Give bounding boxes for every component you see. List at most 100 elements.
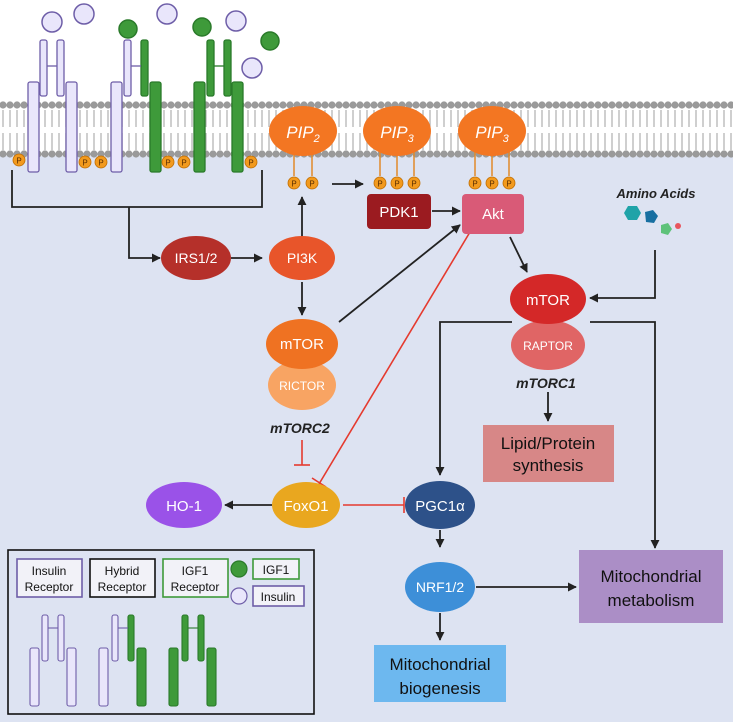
- svg-text:Hybrid: Hybrid: [105, 564, 140, 578]
- inhibit-akt-foxo1: [318, 226, 474, 485]
- lipid-protein-synthesis-box: Lipid/Protein synthesis: [483, 425, 614, 482]
- svg-text:Insulin: Insulin: [32, 564, 67, 578]
- svg-text:mTOR: mTOR: [280, 336, 324, 353]
- phosphate: P: [373, 176, 387, 190]
- svg-text:Lipid/Protein: Lipid/Protein: [501, 434, 596, 453]
- phosphate: P: [305, 176, 319, 190]
- arrow-receptor-to-irs: [128, 207, 161, 263]
- mtorc1-label: mTORC1: [516, 375, 576, 391]
- ho1-node: HO-1: [146, 482, 222, 528]
- svg-text:P: P: [377, 180, 382, 189]
- svg-text:NRF1/2: NRF1/2: [416, 579, 464, 595]
- svg-text:Mitochondrial: Mitochondrial: [389, 655, 490, 674]
- foxo1-node: FoxO1: [272, 482, 340, 528]
- receptor-phosphates: P P P P P P: [12, 153, 258, 169]
- legend-insulin-dot: [230, 587, 248, 605]
- svg-text:PIP3: PIP3: [475, 123, 509, 145]
- phosphate: P: [287, 176, 301, 190]
- arrow-aminoacids-to-mtor: [589, 250, 656, 303]
- mtorc2-complex: RICTOR mTOR mTORC2: [266, 319, 338, 436]
- pi3k-node: PI3K: [269, 236, 335, 280]
- insulin-ligand: [73, 3, 95, 25]
- svg-text:P: P: [291, 180, 296, 189]
- arrow-mtor-to-pgc1a: [435, 321, 512, 476]
- svg-text:PIP2: PIP2: [286, 123, 320, 145]
- insulin-receptor-membrane: [27, 39, 78, 173]
- svg-text:mTOR: mTOR: [526, 292, 570, 309]
- phosphate: P: [244, 155, 258, 169]
- svg-text:Receptor: Receptor: [25, 580, 74, 594]
- svg-text:synthesis: synthesis: [513, 456, 584, 475]
- svg-text:biogenesis: biogenesis: [399, 679, 480, 698]
- hybrid-receptor-membrane: [110, 39, 162, 173]
- legend-insulin-receptor-icon: [29, 614, 77, 707]
- amino-acid-dot-icon: [675, 223, 681, 229]
- igf1-ligand: [260, 31, 280, 51]
- legend: Insulin Receptor Hybrid Receptor IGF1 Re…: [7, 549, 315, 715]
- svg-text:FoxO1: FoxO1: [283, 498, 328, 515]
- igf1-ligand: [192, 17, 212, 37]
- phosphate: P: [502, 176, 516, 190]
- svg-text:IGF1: IGF1: [182, 564, 209, 578]
- arrow-mtorc2-to-akt: [338, 224, 461, 323]
- phosphate: P: [468, 176, 482, 190]
- igf1-ligand: [118, 19, 138, 39]
- insulin-ligand: [225, 10, 247, 32]
- phosphate: P: [407, 176, 421, 190]
- svg-text:metabolism: metabolism: [608, 591, 695, 610]
- legend-igf1-receptor-icon: [168, 614, 217, 707]
- nrf-node: NRF1/2: [405, 562, 475, 612]
- svg-text:PGC1α: PGC1α: [415, 498, 465, 515]
- arrow-akt-to-mtor: [509, 236, 528, 273]
- mitochondrial-metabolism-box: Mitochondrial metabolism: [579, 550, 723, 623]
- legend-insulin-box: [252, 585, 305, 607]
- legend-igf1-dot: [230, 560, 248, 578]
- svg-text:RAPTOR: RAPTOR: [523, 339, 573, 353]
- mtor-c1-node: [510, 274, 586, 324]
- insulin-ligand: [241, 57, 263, 79]
- svg-text:RICTOR: RICTOR: [279, 379, 325, 393]
- legend-hybrid-receptor-icon: [98, 614, 147, 707]
- svg-text:P: P: [165, 159, 170, 168]
- insulin-ligand: [41, 11, 63, 33]
- svg-text:Receptor: Receptor: [171, 580, 220, 594]
- arrow-mtor-to-metabolism: [590, 321, 660, 549]
- phosphate: P: [177, 155, 191, 169]
- svg-text:P: P: [181, 159, 186, 168]
- pdk1-node: PDK1: [367, 194, 431, 229]
- svg-text:HO-1: HO-1: [166, 498, 202, 515]
- irs-node: IRS1/2: [161, 236, 231, 280]
- svg-text:Amino Acids: Amino Acids: [616, 186, 696, 201]
- pip3-lipid-pdk1: PIP3 P P P: [363, 106, 431, 190]
- svg-text:P: P: [16, 157, 21, 166]
- phosphate: P: [94, 155, 108, 169]
- mtor-c2-node: [266, 319, 338, 369]
- rictor-node: [268, 360, 336, 410]
- legend-insulin-receptor-box: [16, 558, 83, 598]
- svg-text:IGF1: IGF1: [263, 563, 290, 577]
- svg-text:P: P: [82, 159, 87, 168]
- amino-acid-pentagon-icon: [645, 210, 658, 223]
- pip3-lipid-akt: PIP3 P P P: [458, 106, 526, 190]
- svg-text:P: P: [506, 180, 511, 189]
- extracellular-ligands: [41, 3, 280, 79]
- svg-text:Mitochondrial: Mitochondrial: [600, 567, 701, 586]
- svg-text:PDK1: PDK1: [379, 204, 418, 221]
- svg-text:PIP3: PIP3: [380, 123, 414, 145]
- phosphate: P: [78, 155, 92, 169]
- mtorc1-complex: RAPTOR mTOR mTORC1: [510, 274, 586, 391]
- pathway-arrows: [11, 170, 660, 641]
- phosphate: P: [161, 155, 175, 169]
- pip2-lipid: PIP2 P P: [269, 106, 337, 190]
- legend-igf1-receptor-box: [162, 558, 229, 598]
- amino-acid-small-icon: [661, 223, 672, 235]
- svg-text:PI3K: PI3K: [287, 250, 318, 266]
- receptor-bracket: [11, 170, 263, 208]
- svg-text:P: P: [411, 180, 416, 189]
- svg-text:IRS1/2: IRS1/2: [175, 250, 218, 266]
- mitochondrial-biogenesis-box: Mitochondrial biogenesis: [374, 645, 506, 702]
- amino-acids-group: Amino Acids: [616, 186, 696, 235]
- igf1-receptor-membrane: [193, 39, 244, 173]
- insulin-ligand: [156, 3, 178, 25]
